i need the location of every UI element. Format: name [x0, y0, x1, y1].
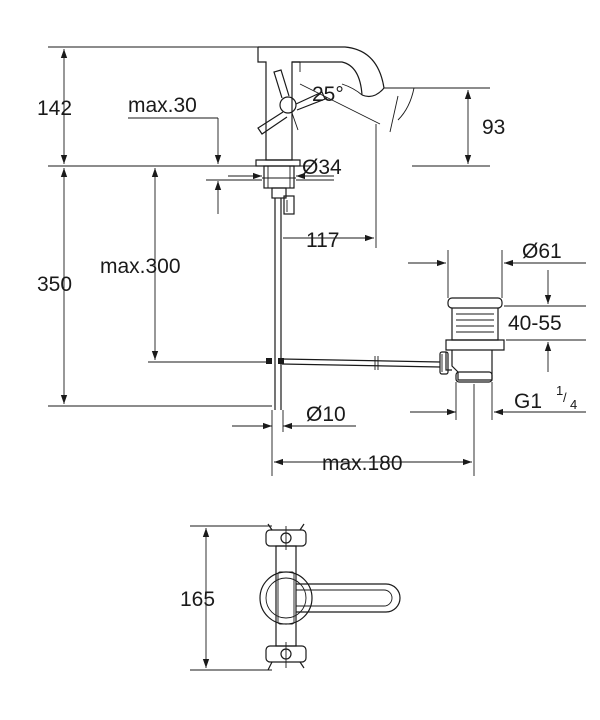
dim-thread-denominator: 4 — [570, 397, 577, 412]
faucet-top-view — [259, 523, 401, 671]
cross-handle-icon — [257, 69, 326, 135]
dim-drain-range: 40-55 — [508, 312, 562, 335]
dim-rod-length: max.180 — [322, 452, 403, 475]
popup-rod — [281, 356, 441, 370]
dim-drain-cap-diameter: Ø61 — [522, 240, 562, 263]
top-cross-handle-icon — [265, 523, 307, 550]
dim-thread-main: G1 — [514, 390, 542, 413]
dim-thread-fraction-bar: / — [563, 390, 567, 405]
drain-assembly — [439, 297, 505, 383]
dim-tail-length: max.300 — [100, 255, 181, 278]
dim-deck-thickness: max.30 — [128, 94, 197, 117]
dim-hole-diameter: Ø34 — [302, 156, 342, 179]
dim-spout-reach: 117 — [306, 229, 339, 252]
dim-spout-angle: 25° — [312, 83, 344, 106]
dim-thread-numerator: 1 — [556, 383, 563, 398]
bottom-cross-handle-icon — [265, 642, 307, 671]
dim-total-depth: 350 — [37, 273, 72, 296]
dim-handle-span: 165 — [180, 588, 215, 611]
faucet-side-view — [248, 46, 385, 410]
dim-rod-diameter: Ø10 — [306, 403, 346, 426]
dim-spout-height: 142 — [37, 97, 72, 120]
dim-outlet-height: 93 — [482, 116, 505, 139]
